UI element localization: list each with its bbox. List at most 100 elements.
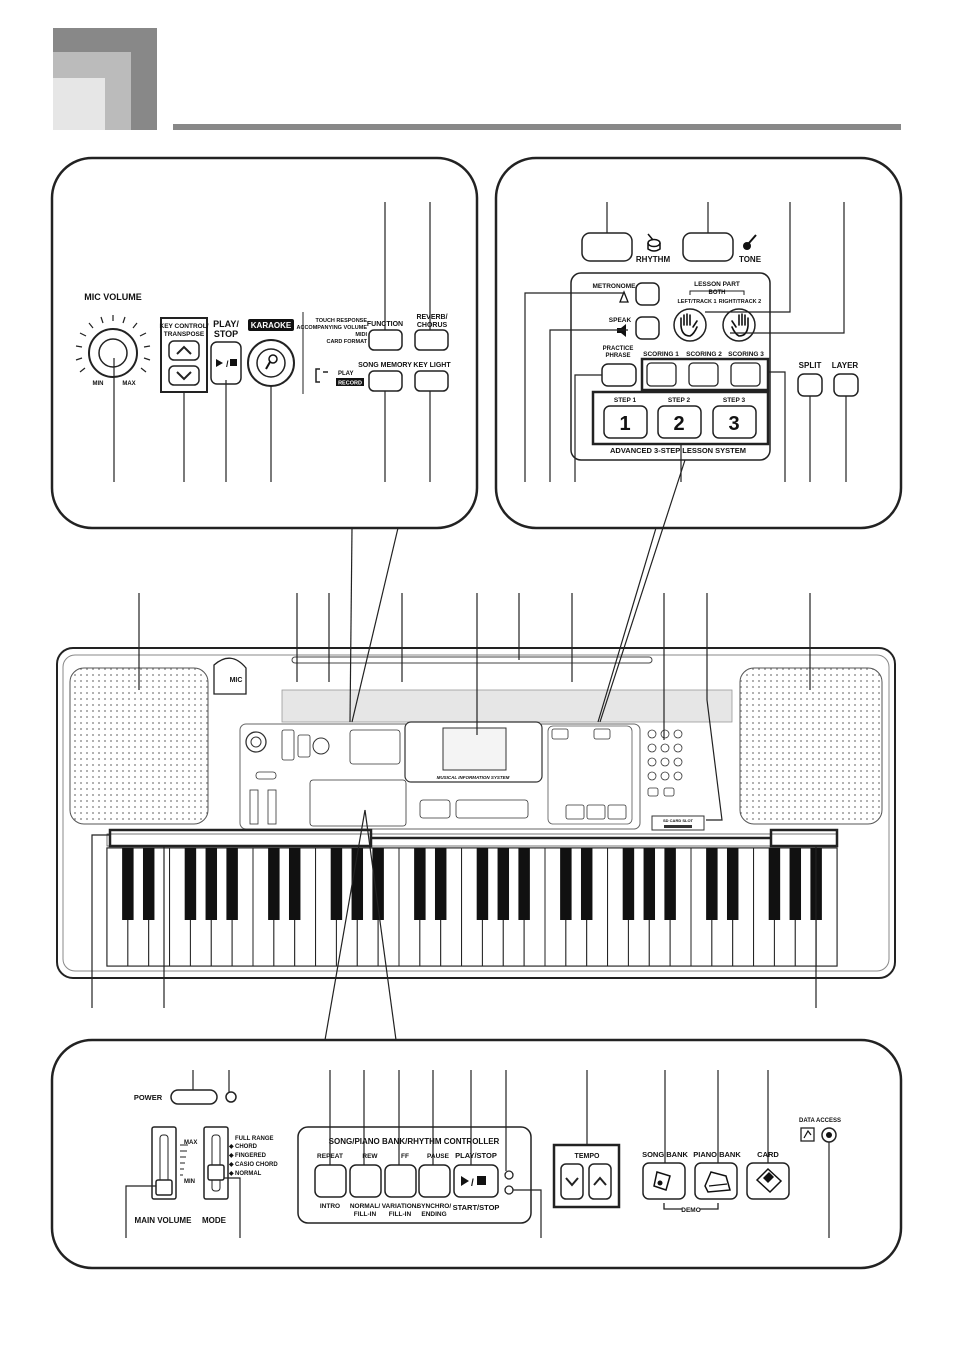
black-key[interactable] [476, 848, 489, 920]
play-icon [216, 359, 223, 367]
left-track-label: LEFT/TRACK 1 [677, 299, 716, 305]
main-volume-slider-knob[interactable] [155, 1179, 173, 1196]
rhythm-button[interactable] [581, 232, 633, 262]
play-stop-button[interactable]: / [210, 341, 242, 385]
right-track-label: RIGHT/TRACK 2 [719, 299, 761, 305]
mode-switch-knob[interactable] [207, 1164, 225, 1181]
svg-text:2: 2 [673, 413, 684, 435]
speak-label: SPEAK [609, 317, 632, 324]
reverb-label-1: REVERB/ [416, 314, 447, 321]
tempo-down-button[interactable] [560, 1163, 584, 1200]
function-button[interactable] [368, 329, 403, 351]
practice-phrase-button[interactable] [601, 363, 637, 387]
ff-variation-fill-button[interactable] [384, 1164, 417, 1198]
scoring-3-indicator [730, 362, 761, 387]
rew-normal-fill-button[interactable] [349, 1164, 382, 1198]
mic-volume-knob[interactable] [88, 328, 138, 378]
song-memory-button[interactable] [368, 370, 403, 392]
chevron-up-icon [593, 1176, 607, 1186]
play-stop-start-button[interactable]: / [453, 1164, 499, 1198]
transpose-down-button[interactable] [168, 365, 200, 386]
play-stop-label-1: PLAY/ [213, 319, 239, 329]
piano-bank-button[interactable] [694, 1162, 738, 1200]
black-key[interactable] [497, 848, 510, 920]
lesson-system-frame [570, 272, 771, 461]
bottom-panel: POWER MAX MIN MAIN VOLUME MODE FULL RANG… [50, 1038, 903, 1270]
right-hand-button[interactable] [722, 308, 756, 342]
black-key[interactable] [434, 848, 447, 920]
black-key[interactable] [122, 848, 134, 920]
callout-lines-top-right [524, 202, 847, 482]
step-1-label: STEP 1 [614, 397, 637, 404]
black-key[interactable] [414, 848, 426, 920]
mic-jack-label: MIC [230, 677, 243, 684]
chord-label: CHORD [235, 1144, 258, 1150]
black-key[interactable] [226, 848, 238, 920]
black-key[interactable] [518, 848, 530, 920]
black-key[interactable] [706, 848, 718, 920]
mic-jack[interactable] [213, 657, 247, 695]
svg-text:◆: ◆ [228, 1161, 234, 1168]
power-button[interactable] [170, 1089, 218, 1105]
song-bank-button[interactable] [642, 1162, 686, 1200]
black-key[interactable] [726, 848, 739, 920]
step-2-button[interactable]: 2 [657, 405, 702, 439]
callout-lines-keyboard [91, 459, 817, 1041]
drum-icon [647, 233, 661, 252]
metronome-icon [619, 290, 629, 303]
black-key[interactable] [330, 848, 343, 920]
black-key[interactable] [643, 848, 656, 920]
data-access-icon [800, 1127, 815, 1142]
variation-fill-label-2: FILL-IN [389, 1211, 412, 1218]
black-key[interactable] [580, 848, 593, 920]
black-key[interactable] [205, 848, 218, 920]
step-3-label: STEP 3 [723, 397, 746, 404]
variation-fill-label-1: VARIATION/ [382, 1203, 419, 1210]
accomp-volume-label: ACCOMPANYING VOLUME [297, 325, 368, 331]
black-key[interactable] [560, 848, 572, 920]
black-key[interactable] [622, 848, 635, 920]
black-key[interactable] [789, 848, 802, 920]
tone-button[interactable] [682, 232, 734, 262]
chevron-up-icon [176, 345, 192, 355]
split-button[interactable] [797, 373, 823, 397]
step-1-button[interactable]: 1 [603, 405, 648, 439]
tempo-up-button[interactable] [588, 1163, 612, 1200]
full-range-label: FULL RANGE [235, 1136, 274, 1142]
normal-fill-label-2: FILL-IN [354, 1211, 377, 1218]
step-3-button[interactable]: 3 [712, 405, 757, 439]
layer-button[interactable] [833, 373, 859, 397]
svg-text:◆: ◆ [228, 1143, 234, 1150]
speak-button[interactable] [635, 316, 660, 340]
callout-lines-top-left [113, 202, 431, 482]
black-key[interactable] [351, 848, 364, 920]
pause-label: PAUSE [427, 1153, 450, 1160]
mic-volume-label: MIC VOLUME [84, 292, 142, 302]
normal-fill-label-1: NORMAL/ [350, 1203, 381, 1210]
metronome-button[interactable] [635, 282, 660, 306]
karaoke-button[interactable] [247, 339, 295, 387]
left-hand-button[interactable] [673, 308, 707, 342]
black-key[interactable] [768, 848, 781, 920]
repeat-intro-button[interactable] [314, 1164, 347, 1198]
black-key[interactable] [664, 848, 676, 920]
left-speaker [69, 667, 209, 825]
top-right-panel: RHYTHM TONE METRONOME SPEAK LESSON PART … [494, 156, 903, 530]
svg-text:/: / [226, 359, 229, 369]
black-key[interactable] [142, 848, 155, 920]
black-key[interactable] [372, 848, 384, 920]
black-key[interactable] [268, 848, 280, 920]
reverb-chorus-button[interactable] [414, 329, 449, 351]
card-button[interactable] [746, 1162, 790, 1200]
black-key[interactable] [288, 848, 301, 920]
transpose-up-button[interactable] [168, 340, 200, 361]
lesson-system-label: ADVANCED 3-STEP LESSON SYSTEM [610, 446, 746, 455]
mic-volume-scale [75, 315, 151, 373]
svg-text:3: 3 [728, 413, 739, 435]
pause-synchro-button[interactable] [418, 1164, 451, 1198]
casio-chord-label: CASIO CHORD [235, 1162, 278, 1168]
black-key[interactable] [184, 848, 197, 920]
volume-scale [180, 1144, 188, 1176]
piano-icon [704, 1171, 731, 1193]
key-light-button[interactable] [414, 370, 449, 392]
